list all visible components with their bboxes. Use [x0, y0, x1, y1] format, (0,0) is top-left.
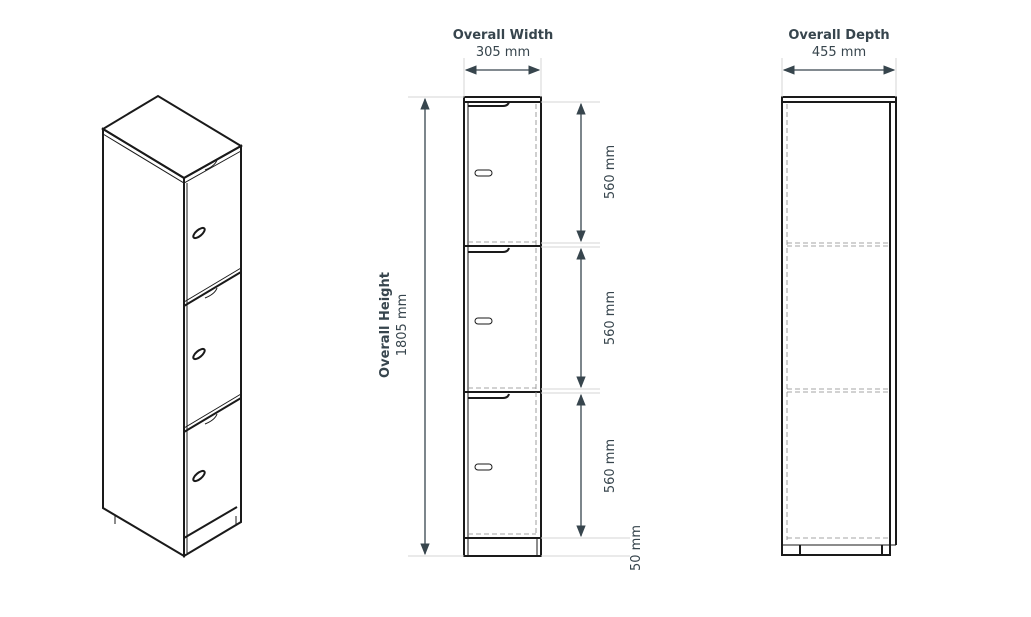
door-dimensions: 560 mm 560 mm 560 mm 50 mm [541, 101, 644, 571]
lock-icon [474, 317, 493, 325]
iso-side [102, 127, 185, 558]
door-3-height: 560 mm [603, 439, 618, 493]
height-title: Overall Height [378, 272, 393, 378]
lock-icon [474, 463, 493, 471]
door-1-height: 560 mm [603, 145, 618, 199]
height-dimension: Overall Height 1805 mm [378, 96, 464, 557]
iso-doors [114, 159, 242, 539]
side-view [781, 96, 897, 556]
lock-icon [192, 347, 206, 361]
iso-top [101, 94, 243, 180]
lock-icon [192, 469, 206, 483]
width-title: Overall Width [453, 28, 554, 43]
front-view [463, 96, 542, 557]
iso-front [183, 144, 242, 558]
width-dimension: Overall Width 305 mm [453, 28, 554, 97]
depth-dimension: Overall Depth 455 mm [781, 28, 897, 97]
door-2-height: 560 mm [603, 291, 618, 345]
lock-icon [192, 226, 206, 240]
lock-icon [474, 169, 493, 177]
depth-title: Overall Depth [788, 28, 889, 43]
isometric-view [101, 94, 243, 558]
height-value: 1805 mm [395, 294, 410, 357]
width-value: 305 mm [476, 45, 530, 60]
plinth-height: 50 mm [629, 525, 644, 571]
depth-value: 455 mm [812, 45, 866, 60]
